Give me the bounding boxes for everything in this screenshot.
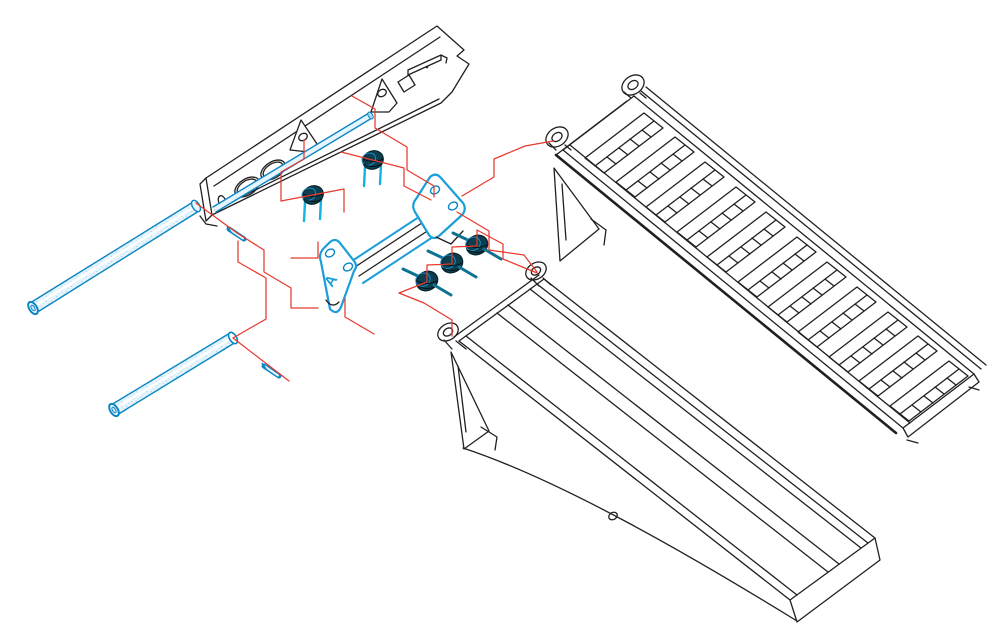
bracket-plate-left: A [318, 238, 358, 314]
ladder-rails [554, 86, 987, 444]
flat-ramp-side [462, 447, 798, 622]
pivot-tube-lower [108, 331, 239, 418]
frame-beam [199, 25, 470, 227]
flat-ramp-support-leg [450, 351, 498, 451]
ladder-eyelet-right [621, 74, 647, 99]
wire-clip-left [298, 181, 328, 223]
ladder-treads [584, 112, 969, 422]
beam-lug-right [370, 78, 398, 113]
cotter-pin-upper [226, 225, 247, 242]
ramp-flat [437, 261, 881, 623]
pivot-tube-upper [27, 199, 202, 316]
cotter-pin-lower [261, 362, 282, 379]
ladder-eyelet-left [545, 126, 572, 151]
beam-stop-block [397, 54, 448, 93]
ramp-ladder [545, 74, 987, 444]
wire-clip-right [358, 146, 388, 188]
leader-lines [195, 95, 554, 382]
flat-ramp-deck [453, 274, 881, 623]
flat-ramp-eyelet-left [437, 322, 467, 350]
ladder-support-leg [553, 167, 607, 262]
crossbar-bracket: A [318, 173, 466, 314]
